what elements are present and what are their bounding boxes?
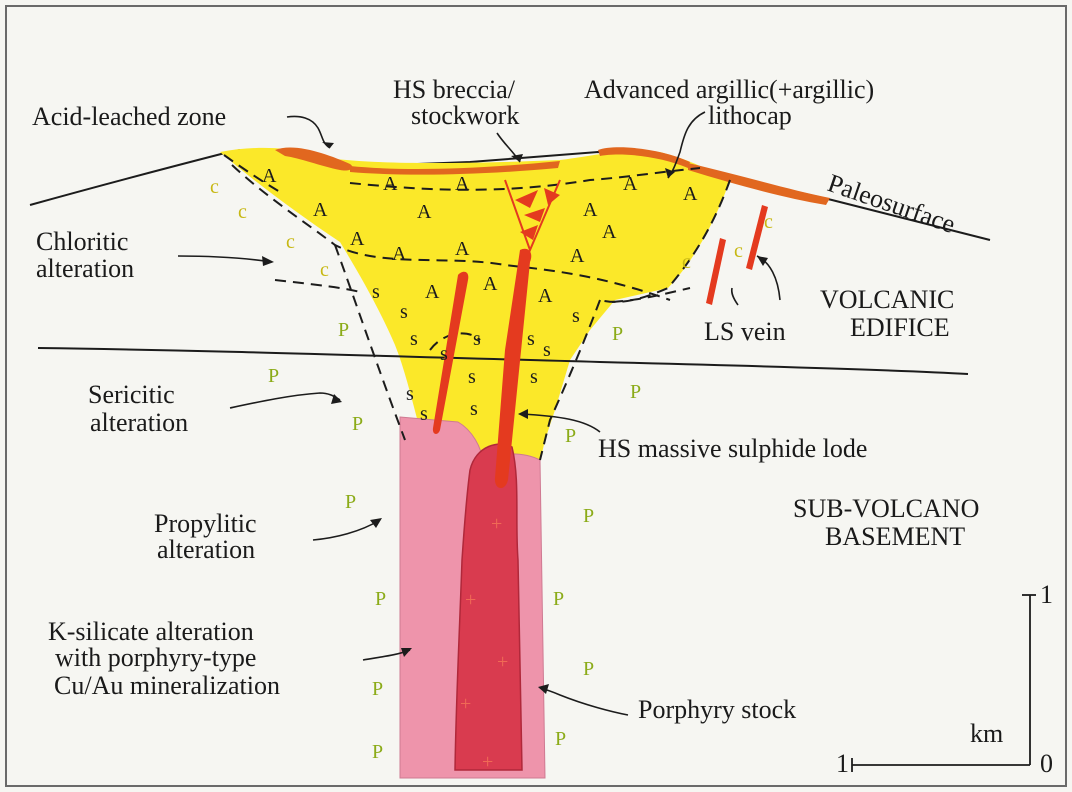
scale-label-top: 1: [1040, 580, 1053, 609]
label-sericitic-2: alteration: [90, 408, 188, 437]
symbol-s: s: [473, 328, 481, 350]
symbol-p: P: [372, 678, 383, 700]
label-propylitic: Propylitic: [154, 509, 257, 538]
symbol-s: s: [470, 398, 478, 420]
label-basement: BASEMENT: [825, 522, 965, 551]
symbol-p: P: [612, 323, 623, 345]
symbol-a: A: [350, 228, 365, 250]
symbol-a: A: [602, 221, 617, 243]
symbol-c: c: [734, 240, 743, 262]
symbol-p: P: [553, 588, 564, 610]
symbol-p: P: [565, 425, 576, 447]
label-volcanic: VOLCANIC: [820, 285, 954, 314]
symbol-c: c: [238, 201, 247, 223]
symbol-c: c: [320, 259, 329, 281]
symbol-p: P: [630, 381, 641, 403]
label-k-silicate-2: with porphyry-type: [55, 643, 256, 672]
symbol-plus: +: [491, 513, 502, 535]
symbol-s: s: [530, 366, 538, 388]
symbol-s: s: [406, 383, 414, 405]
symbol-a: A: [262, 165, 277, 187]
symbol-s: s: [543, 339, 551, 361]
symbol-a: A: [417, 201, 432, 223]
symbol-a: A: [392, 243, 407, 265]
label-k-silicate-3: Cu/Au mineralization: [54, 671, 280, 700]
symbol-a: A: [538, 285, 553, 307]
symbol-a: A: [623, 173, 638, 195]
symbol-a: A: [483, 273, 498, 295]
symbol-a: A: [570, 245, 585, 267]
label-hs-massive: HS massive sulphide lode: [598, 434, 867, 463]
symbol-plus: +: [482, 751, 493, 773]
symbol-p: P: [352, 413, 363, 435]
label-chloritic: Chloritic: [36, 227, 128, 256]
symbol-plus: +: [497, 651, 508, 673]
label-chloritic-2: alteration: [36, 254, 134, 283]
label-advanced-argillic: Advanced argillic(+argillic): [584, 75, 874, 104]
symbol-p: P: [375, 588, 386, 610]
label-propylitic-2: alteration: [157, 535, 255, 564]
label-k-silicate: K-silicate alteration: [48, 617, 254, 646]
symbol-s: s: [572, 305, 580, 327]
symbol-p: P: [268, 365, 279, 387]
symbol-s: s: [527, 328, 535, 350]
symbol-p: P: [583, 505, 594, 527]
symbol-a: A: [313, 199, 328, 221]
symbol-a: A: [425, 281, 440, 303]
label-ls-vein: LS vein: [704, 317, 786, 346]
label-hs-breccia: HS breccia/: [393, 75, 516, 104]
symbol-p: P: [338, 319, 349, 341]
label-sericitic: Sericitic: [88, 380, 175, 409]
symbol-p: P: [372, 741, 383, 763]
scale-unit: km: [970, 719, 1003, 748]
label-acid-leached: Acid-leached zone: [32, 102, 226, 131]
symbol-s: s: [420, 403, 428, 425]
symbol-p: P: [555, 728, 566, 750]
label-sub-volcano: SUB-VOLCANO: [793, 494, 979, 523]
symbol-s: s: [400, 301, 408, 323]
scale-label-left: 1: [836, 749, 849, 778]
label-porphyry-stock: Porphyry stock: [638, 695, 796, 724]
symbol-a: A: [455, 238, 470, 260]
symbol-p: P: [583, 658, 594, 680]
symbol-p: P: [345, 491, 356, 513]
symbol-c: c: [210, 176, 219, 198]
symbol-plus: +: [465, 589, 476, 611]
symbol-plus: +: [460, 693, 471, 715]
symbol-s: s: [440, 343, 448, 365]
symbol-c: c: [682, 251, 691, 273]
symbol-a: A: [455, 173, 470, 195]
symbol-s: s: [372, 281, 380, 303]
symbol-c: c: [286, 231, 295, 253]
symbol-s: s: [410, 328, 418, 350]
symbol-a: A: [683, 183, 698, 205]
label-hs-breccia-2: stockwork: [411, 101, 519, 130]
symbol-s: s: [468, 366, 476, 388]
label-edifice: EDIFICE: [850, 313, 950, 342]
symbol-a: A: [583, 199, 598, 221]
label-lithocap: lithocap: [708, 101, 792, 130]
scale-label-origin: 0: [1040, 749, 1053, 778]
symbol-c: c: [764, 211, 773, 233]
symbol-a: A: [383, 173, 398, 195]
